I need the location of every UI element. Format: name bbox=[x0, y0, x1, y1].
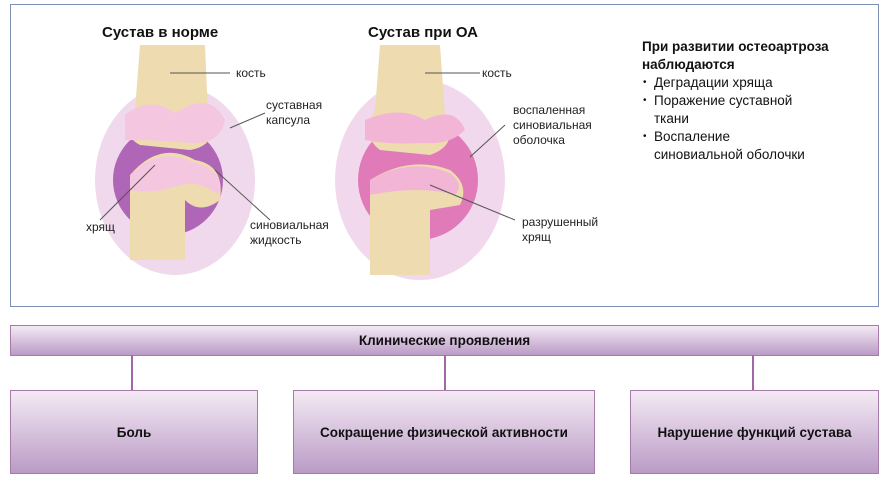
label-cartilage: хрящ bbox=[86, 220, 115, 234]
label-synovial-fluid: синовиальная жидкость bbox=[250, 218, 329, 247]
clinical-item-pain: Боль bbox=[10, 390, 258, 474]
normal-joint-title: Сустав в норме bbox=[102, 24, 219, 41]
oa-finding-item: Поражение суставной ткани bbox=[642, 92, 822, 128]
label-oa-bone: кость bbox=[482, 66, 512, 80]
label-inflamed-membrane: воспаленная синовиальная оболочка bbox=[513, 103, 592, 147]
label-capsule: суставная капсула bbox=[266, 98, 323, 127]
label-bone: кость bbox=[236, 66, 266, 80]
connector bbox=[444, 355, 446, 390]
clinical-item-function: Нарушение функций сустава bbox=[630, 390, 879, 474]
oa-joint-title: Сустав при ОА bbox=[368, 24, 478, 41]
normal-joint-illustration bbox=[95, 45, 271, 275]
oa-findings-heading: При развитии остеоартроза наблюдаются bbox=[642, 39, 829, 72]
clinical-header: Клинические проявления bbox=[10, 325, 879, 356]
oa-finding-item: Деградации хряща bbox=[642, 74, 822, 92]
label-damaged-cartilage: разрушенный хрящ bbox=[522, 215, 599, 244]
oa-findings: При развитии остеоартроза наблюдаются Де… bbox=[642, 38, 862, 164]
illustration-panel bbox=[10, 4, 879, 307]
oa-finding-item: Воспаление синовиальной оболочки bbox=[642, 128, 822, 164]
oa-joint-illustration bbox=[335, 45, 516, 280]
clinical-item-activity: Сокращение физической активности bbox=[293, 390, 595, 474]
connector bbox=[131, 355, 133, 390]
connector bbox=[752, 355, 754, 390]
